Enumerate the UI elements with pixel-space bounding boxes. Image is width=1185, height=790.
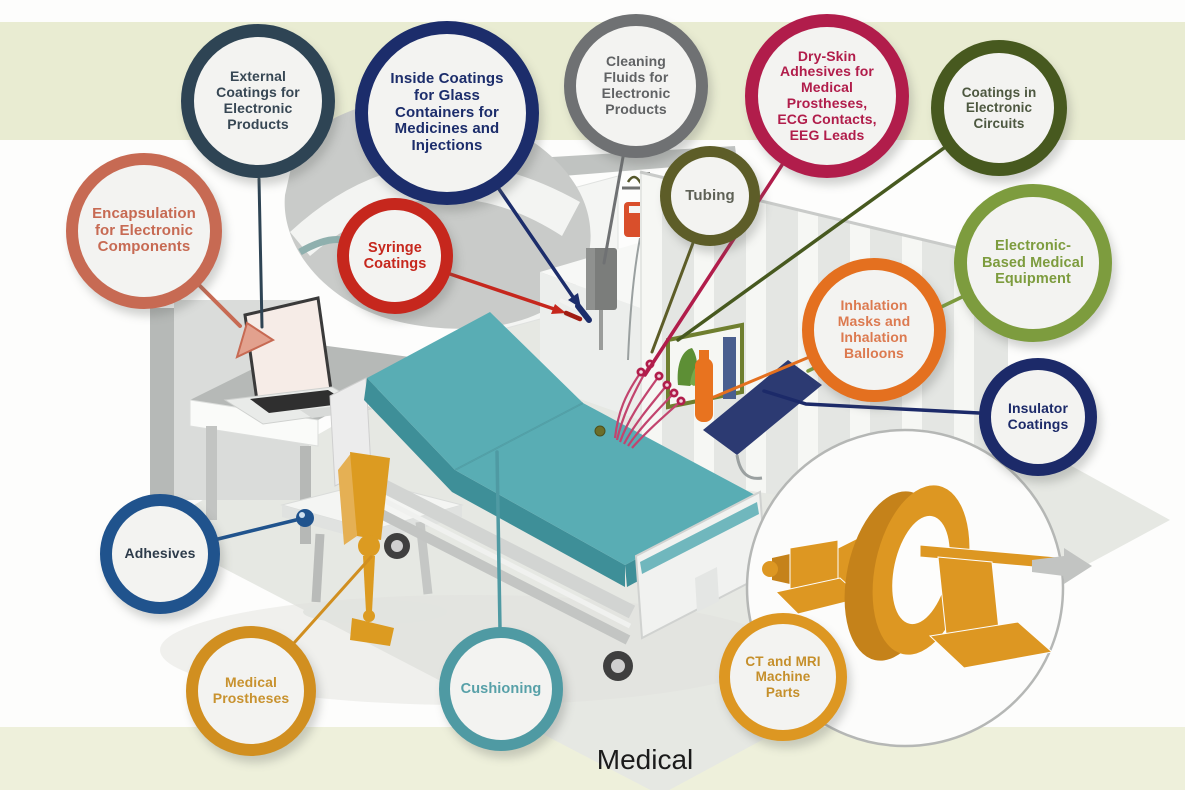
connector-adhesives bbox=[216, 517, 302, 541]
bedside-panel-screen-icon bbox=[703, 337, 822, 480]
connector-tubing bbox=[650, 241, 695, 354]
bubble-encapsulation: Encapsulation for Electronic Components bbox=[66, 153, 222, 309]
prosthetic-leg-icon bbox=[338, 452, 394, 646]
hospital-bed-icon bbox=[329, 312, 858, 681]
connector-encapsulation bbox=[198, 284, 242, 328]
bubble-label: Cleaning Fluids for Electronic Products bbox=[601, 53, 671, 117]
bubble-ct-mri-parts: CT and MRI Machine Parts bbox=[719, 613, 847, 741]
bubble-label: Inhalation Masks and Inhalation Balloons bbox=[837, 297, 911, 361]
bubble-external-coatings: External Coatings for Electronic Product… bbox=[181, 24, 335, 178]
bubble-insulator-coatings: Insulator Coatings bbox=[979, 358, 1097, 476]
patient-monitor-icon bbox=[586, 248, 617, 350]
bubble-label: Medical Prostheses bbox=[212, 674, 290, 706]
bubble-syringe-coatings: Syringe Coatings bbox=[337, 198, 453, 314]
bubble-adhesives: Adhesives bbox=[100, 494, 220, 614]
ecg-leads-icon bbox=[613, 359, 686, 449]
bubble-label: Inside Coatings for Glass Containers for… bbox=[390, 69, 504, 155]
bubble-label: Coatings in Electronic Circuits bbox=[961, 85, 1037, 131]
connector-inside-coatings bbox=[497, 187, 577, 302]
direction-arrow-icon bbox=[1032, 548, 1092, 584]
bubble-label: Dry-Skin Adhesives for Medical Prosthese… bbox=[777, 47, 877, 143]
bubble-label: Electronic-Based Medical Equipment bbox=[981, 238, 1085, 288]
bubble-label: Tubing bbox=[685, 186, 735, 204]
bubble-electronic-based-equipment: Electronic-Based Medical Equipment bbox=[954, 184, 1112, 342]
bubble-label: Encapsulation for Electronic Components bbox=[92, 204, 196, 256]
ct-table bbox=[919, 544, 1069, 669]
bubble-dry-skin-adhesives: Dry-Skin Adhesives for Medical Prosthese… bbox=[745, 14, 909, 178]
footboard bbox=[634, 490, 768, 640]
bubble-label: CT and MRI Machine Parts bbox=[745, 654, 821, 700]
bubble-label: Syringe Coatings bbox=[363, 239, 427, 272]
bubble-coatings-electronic-circuits: Coatings in Electronic Circuits bbox=[931, 40, 1067, 176]
diagram-caption: Medical bbox=[596, 744, 694, 775]
connector-external-coatings bbox=[257, 177, 264, 329]
bubble-tubing: Tubing bbox=[660, 146, 760, 246]
connector-syringe-coatings bbox=[448, 272, 562, 313]
bubble-label: External Coatings for Electronic Product… bbox=[216, 68, 300, 132]
bubble-cushioning: Cushioning bbox=[439, 627, 563, 751]
connector-insulator bbox=[762, 389, 981, 415]
connector-coatings-circuits bbox=[676, 146, 946, 342]
bubble-inside-coatings-glass: Inside Coatings for Glass Containers for… bbox=[355, 21, 539, 205]
bubble-label: Adhesives bbox=[124, 545, 196, 562]
bubble-medical-prostheses: Medical Prostheses bbox=[186, 626, 316, 756]
bubble-label: Cushioning bbox=[460, 680, 542, 697]
adhesive-drop-icon bbox=[296, 509, 314, 527]
bubble-inhalation-masks: Inhalation Masks and Inhalation Balloons bbox=[802, 258, 946, 402]
connector-cleaning-fluids bbox=[602, 155, 625, 265]
bubble-cleaning-fluids: Cleaning Fluids for Electronic Products bbox=[564, 14, 708, 158]
ct-scanner-icon bbox=[762, 485, 1069, 669]
connector-medical-prostheses bbox=[292, 555, 373, 645]
connector-inhalation bbox=[712, 356, 809, 399]
bubble-label: Insulator Coatings bbox=[1007, 400, 1069, 432]
connector-cushioning bbox=[495, 450, 502, 631]
